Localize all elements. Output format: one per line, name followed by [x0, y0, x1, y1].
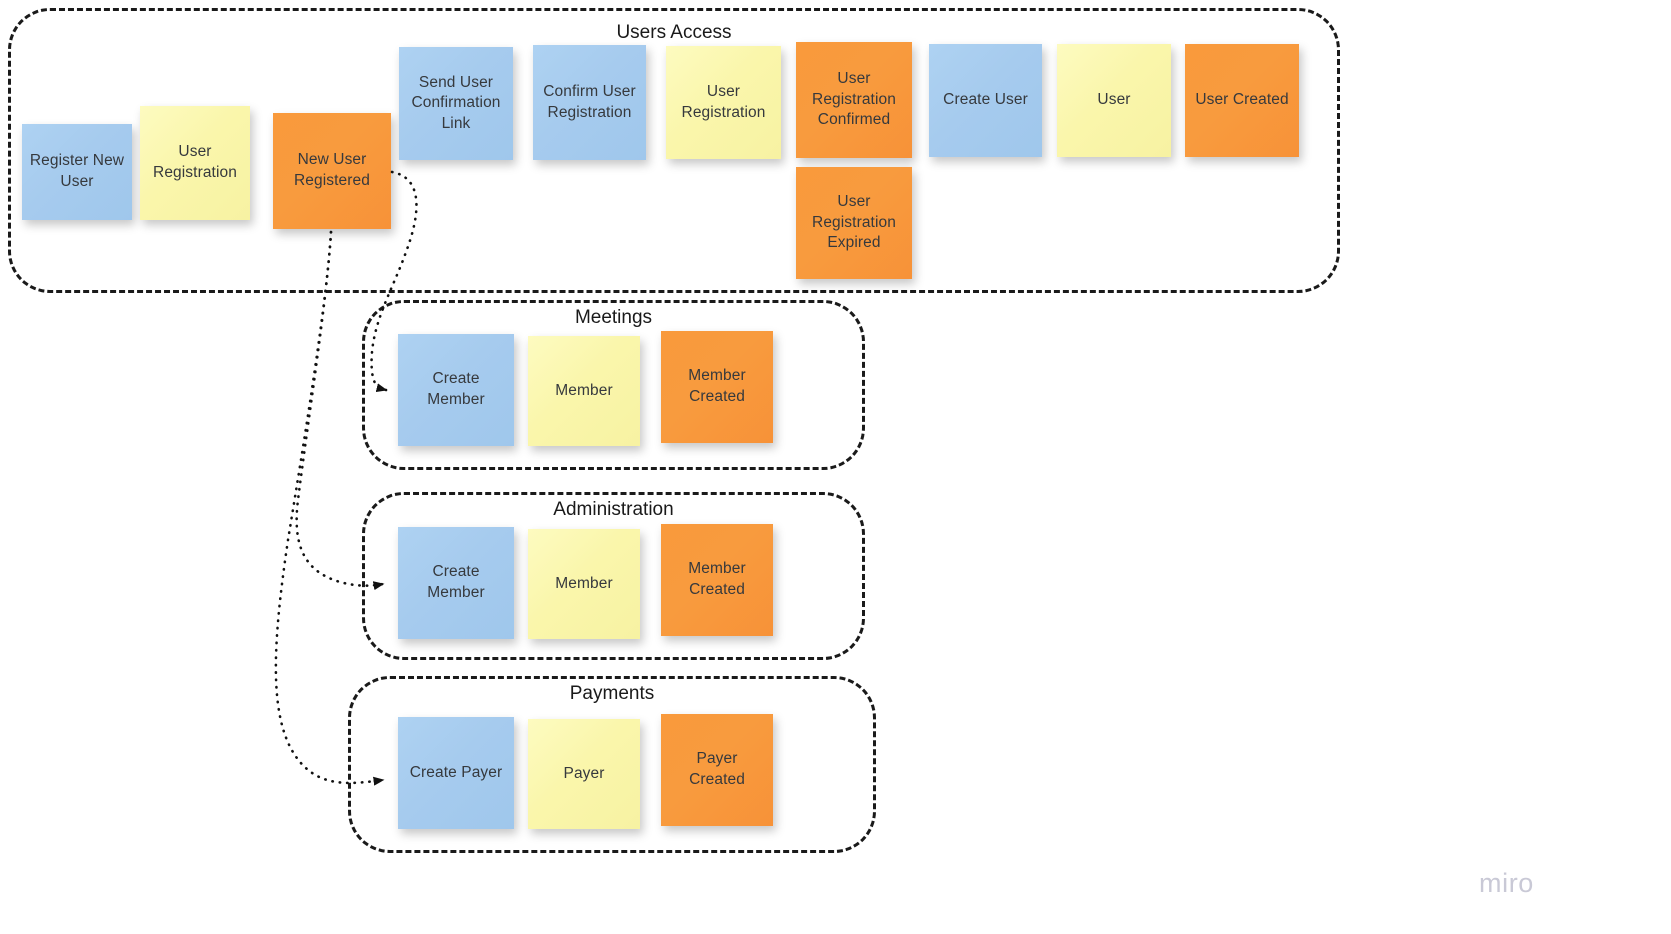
- sticky-note[interactable]: User: [1057, 44, 1171, 157]
- sticky-note-label: Member Created: [688, 560, 746, 598]
- sticky-note[interactable]: User Registration Confirmed: [796, 42, 912, 158]
- sticky-note-label: User Created: [1195, 91, 1289, 109]
- sticky-note-label: Create User: [943, 91, 1028, 109]
- sticky-note[interactable]: Member: [528, 336, 640, 446]
- sticky-note-label: Payer: [563, 764, 605, 782]
- sticky-note[interactable]: Create Member: [398, 334, 514, 446]
- miro-watermark: miro: [1479, 868, 1534, 898]
- sticky-note-label: User Registration Confirmed: [812, 70, 896, 129]
- sticky-note-label: Payer Created: [689, 750, 745, 788]
- sticky-note-label: Create Member: [427, 370, 485, 408]
- sticky-note-label: Member Created: [688, 367, 746, 405]
- sticky-note[interactable]: Send User Confirmation Link: [399, 47, 513, 160]
- sticky-note[interactable]: Create Payer: [398, 717, 514, 829]
- sticky-note[interactable]: Member: [528, 529, 640, 639]
- sticky-note-label: User Registration Expired: [812, 193, 896, 252]
- sticky-note[interactable]: User Registration Expired: [796, 167, 912, 279]
- sticky-note-label: Register New User: [29, 152, 125, 190]
- sticky-note[interactable]: Create Member: [398, 527, 514, 639]
- sticky-note-label: User Registration: [681, 82, 766, 121]
- sticky-note-label: Member: [555, 574, 613, 592]
- sticky-note[interactable]: Member Created: [661, 331, 773, 443]
- sticky-note-label: Create Member: [427, 563, 485, 601]
- sticky-note[interactable]: Register New User: [22, 124, 132, 220]
- sticky-note[interactable]: User Created: [1185, 44, 1299, 157]
- sticky-note[interactable]: Member Created: [661, 524, 773, 636]
- sticky-note[interactable]: Payer Created: [661, 714, 773, 826]
- sticky-note[interactable]: Create User: [929, 44, 1042, 157]
- sticky-note-label: Create Payer: [409, 763, 503, 781]
- sticky-note-label: User: [1097, 91, 1131, 109]
- sticky-note-label: Send User Confirmation Link: [411, 73, 501, 132]
- sticky-note-label: Confirm User Registration: [543, 82, 636, 121]
- sticky-note[interactable]: User Registration: [140, 106, 250, 220]
- sticky-note[interactable]: User Registration: [666, 46, 781, 159]
- sticky-note-label: Member: [555, 381, 613, 399]
- sticky-note[interactable]: New User Registered: [273, 113, 391, 229]
- context-frame-users-access[interactable]: [8, 8, 1340, 293]
- sticky-note[interactable]: Confirm User Registration: [533, 45, 646, 160]
- sticky-note[interactable]: Payer: [528, 719, 640, 829]
- sticky-note-label: User Registration: [153, 143, 237, 181]
- sticky-note-label: New User Registered: [294, 151, 370, 189]
